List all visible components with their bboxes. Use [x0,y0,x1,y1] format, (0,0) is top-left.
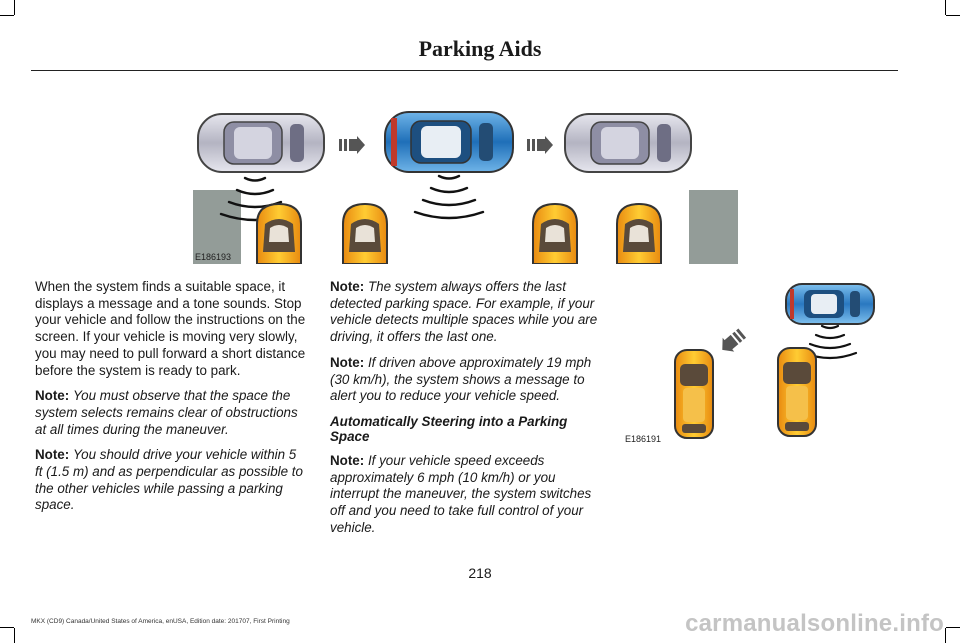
figure-label: E186191 [625,434,662,444]
note-label: Note: [330,452,365,468]
crop-mark [0,627,14,628]
crop-mark [946,627,960,628]
page-title: Parking Aids [418,36,542,61]
note: Note: If driven above approximately 19 m… [330,355,602,405]
crop-mark [14,0,15,15]
note-text: If your vehicle speed exceeds approximat… [330,452,592,535]
footer-text: MKX (CD9) Canada/United States of Americ… [31,618,290,625]
note-text: You must observe that the space the syst… [35,388,298,437]
note-label: Note: [330,354,365,370]
note-label: Note: [330,279,365,294]
note: Note: The system always offers the last … [330,279,602,346]
note-label: Note: [35,447,70,463]
crop-mark [0,15,14,16]
crop-mark [14,628,15,643]
left-column: When the system finds a suitable space, … [35,279,307,523]
note-text: If driven above approximately 19 mph (30… [330,354,592,404]
note-text: The system always offers the last detect… [330,279,598,345]
section-heading: Automatically Steering into a Parking Sp… [330,413,568,444]
note-label: Note: [35,388,70,404]
header-divider [31,70,898,71]
perpendicular-parking-illustration [674,283,875,439]
crop-mark [945,0,946,15]
watermark: carmanualsonline.info [685,610,944,637]
paragraph: When the system finds a suitable space, … [35,279,306,378]
figure-label: E186193 [195,252,232,262]
note-text: You should drive your vehicle within 5 f… [35,447,303,513]
note: Note: You must observe that the space th… [35,388,307,438]
page-number: 218 [468,565,492,581]
note: Note: You should drive your vehicle with… [35,447,307,514]
crop-mark [946,15,960,16]
parallel-parking-scan-illustration [193,111,738,264]
note: Note: If your vehicle speed exceeds appr… [330,453,602,537]
middle-column: Note: The system always offers the last … [330,279,602,545]
crop-mark [945,628,946,643]
